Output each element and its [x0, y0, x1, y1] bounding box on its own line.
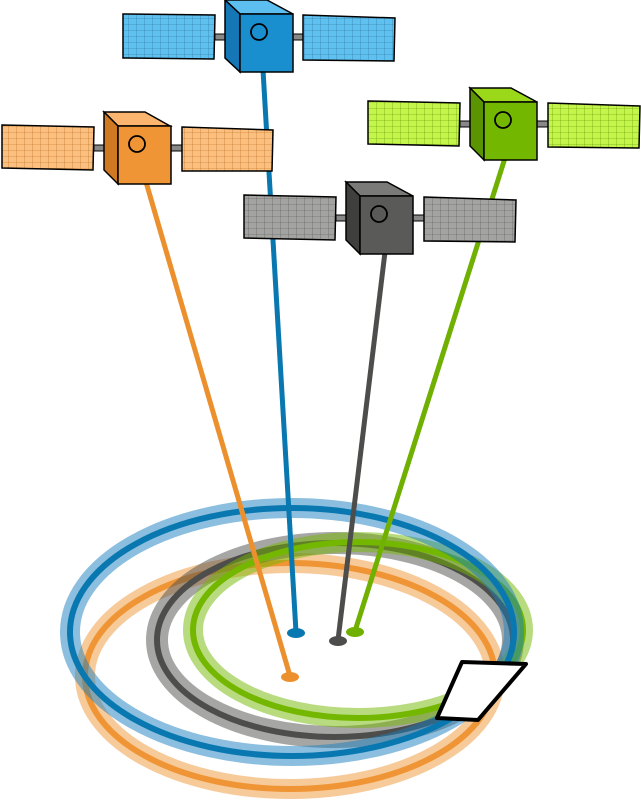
receiver-device — [435, 660, 528, 722]
satellite-green — [367, 86, 641, 162]
satellite-gray — [243, 180, 517, 256]
satellite-orange — [1, 110, 274, 186]
satellite-blue — [122, 0, 396, 74]
signal-line-gray — [329, 251, 388, 646]
range-rings — [60, 498, 533, 799]
ring-blue — [60, 498, 524, 766]
signal-line-orange — [143, 181, 299, 682]
